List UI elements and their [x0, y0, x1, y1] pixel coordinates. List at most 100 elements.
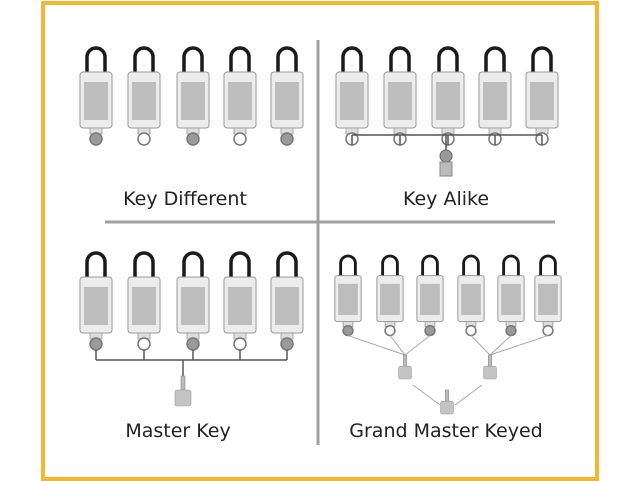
padlock	[534, 254, 562, 337]
label-master-key: Master Key	[125, 420, 231, 442]
shackle	[531, 46, 553, 80]
padlock	[223, 251, 257, 351]
key-head-icon	[280, 132, 294, 146]
key-ring-icon	[384, 324, 396, 337]
shackle	[133, 46, 155, 80]
key-icon	[439, 161, 453, 177]
shackle	[229, 46, 251, 80]
shackle	[539, 254, 557, 283]
key-head-icon	[89, 337, 103, 351]
shackle	[85, 251, 107, 285]
label-panel	[461, 283, 481, 316]
shackle	[381, 254, 399, 283]
shackle	[133, 251, 155, 285]
key-icon	[440, 389, 454, 415]
padlock	[176, 251, 210, 351]
label-panel	[132, 82, 156, 120]
label-panel	[84, 82, 108, 120]
label-panel	[436, 82, 460, 120]
label-panel	[181, 287, 205, 325]
padlock	[335, 46, 369, 146]
padlock	[127, 251, 161, 351]
label-panel	[228, 82, 252, 120]
shackle	[421, 254, 439, 283]
padlock	[270, 251, 304, 351]
key-head-icon	[439, 149, 453, 163]
padlock	[334, 254, 362, 337]
label-panel	[420, 283, 440, 316]
key-head-icon	[186, 337, 200, 351]
key-blade	[445, 389, 449, 402]
connector-line	[412, 384, 441, 406]
key-blade	[488, 354, 492, 367]
label-panel	[84, 287, 108, 325]
label-key-alike: Key Alike	[402, 188, 490, 210]
key-head-icon	[424, 324, 436, 337]
key-ring-icon	[137, 132, 151, 146]
shackle	[276, 251, 298, 285]
key-icon	[483, 354, 497, 380]
label-grand-master-keyed: Grand Master Keyed	[349, 420, 543, 442]
label-panel	[132, 287, 156, 325]
padlock	[525, 46, 559, 146]
key-head-icon	[342, 324, 354, 337]
key-bow	[483, 365, 497, 380]
label-key-different: Key Different	[123, 188, 247, 210]
shackle	[484, 46, 506, 80]
label-panel	[388, 82, 412, 120]
label-panel	[530, 82, 554, 120]
connector-line	[347, 335, 406, 356]
label-panel	[340, 82, 364, 120]
key-ring-icon	[233, 132, 247, 146]
label-panel	[380, 283, 400, 316]
shackle	[502, 254, 520, 283]
connector-line	[404, 335, 431, 356]
key-head-icon	[89, 132, 103, 146]
key-icon	[174, 375, 192, 407]
connector-line	[489, 335, 512, 356]
label-panel	[538, 283, 558, 316]
shackle	[462, 254, 480, 283]
shackle	[229, 251, 251, 285]
padlock	[270, 46, 304, 146]
connector-line	[389, 335, 406, 356]
key-head-icon	[505, 324, 517, 337]
key-blade	[180, 375, 186, 391]
padlock	[223, 46, 257, 146]
key-blade	[403, 354, 407, 367]
shackle	[437, 46, 459, 80]
shackle	[85, 46, 107, 80]
key-icon	[398, 354, 412, 380]
shackle	[182, 251, 204, 285]
label-panel	[275, 287, 299, 325]
label-panel	[228, 287, 252, 325]
padlock	[431, 46, 465, 146]
label-panel	[338, 283, 358, 316]
padlock	[376, 254, 404, 337]
key-head-icon	[280, 337, 294, 351]
padlock	[176, 46, 210, 146]
key-head-icon	[186, 132, 200, 146]
key-bow	[398, 365, 412, 380]
shackle	[339, 254, 357, 283]
key-ring-icon	[542, 324, 554, 337]
padlock	[457, 254, 485, 337]
padlock	[416, 254, 444, 337]
label-panel	[501, 283, 521, 316]
label-panel	[275, 82, 299, 120]
key-bow	[174, 389, 192, 407]
padlock	[478, 46, 512, 146]
padlock	[79, 46, 113, 146]
connector-line	[489, 335, 549, 356]
shackle	[276, 46, 298, 80]
connector-line	[470, 335, 491, 356]
padlock	[497, 254, 525, 337]
key-ring-icon	[233, 337, 247, 351]
padlock	[79, 251, 113, 351]
key-ring-icon	[465, 324, 477, 337]
padlock	[383, 46, 417, 146]
shackle	[341, 46, 363, 80]
key-ring-icon	[137, 337, 151, 351]
connector-line	[454, 384, 483, 406]
